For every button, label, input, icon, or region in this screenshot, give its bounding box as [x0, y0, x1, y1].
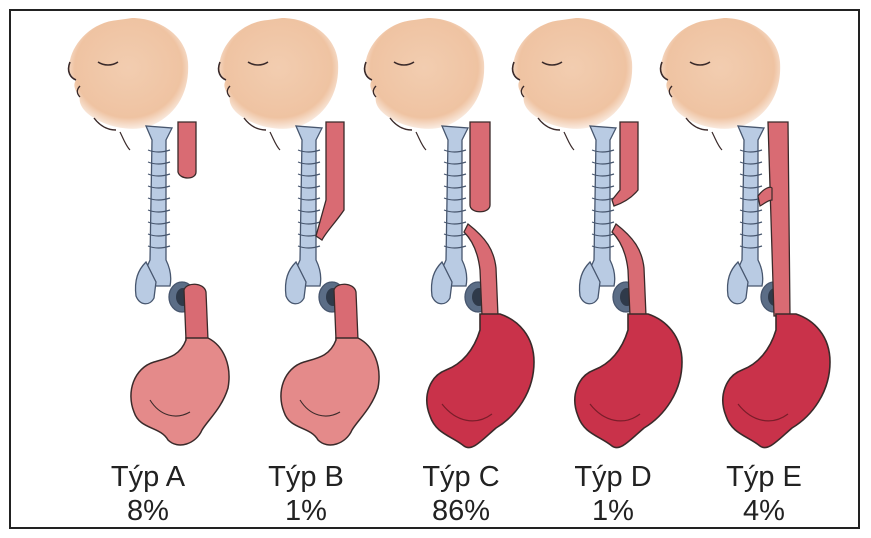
- stomach-c: [427, 314, 534, 448]
- upper-pouch-fistula-b: [316, 122, 344, 240]
- face-c: [365, 18, 485, 129]
- percent-e: 4%: [694, 494, 834, 528]
- panel-d: [513, 18, 682, 448]
- panel-a: [69, 18, 229, 445]
- neck-line-e: [712, 132, 722, 150]
- upper-pouch-c: [470, 122, 490, 212]
- type-label-e: Týp E: [694, 460, 834, 494]
- panel-caption-e: Týp E 4%: [694, 460, 834, 528]
- face-e: [661, 18, 781, 129]
- type-label-d: Týp D: [543, 460, 683, 494]
- type-label-a: Týp A: [78, 460, 218, 494]
- stomach-d: [575, 314, 682, 448]
- percent-b: 1%: [236, 494, 376, 528]
- upper-pouch-a: [178, 122, 196, 178]
- neck-line-d: [564, 132, 574, 150]
- stomach-e: [723, 314, 830, 448]
- neck-line-c: [416, 132, 426, 150]
- face-b: [219, 18, 339, 129]
- percent-a: 8%: [78, 494, 218, 528]
- stomach-b: [281, 338, 379, 445]
- panel-caption-b: Týp B 1%: [236, 460, 376, 528]
- panel-caption-a: Týp A 8%: [78, 460, 218, 528]
- type-label-b: Týp B: [236, 460, 376, 494]
- lower-stump-b: [334, 284, 358, 340]
- panel-caption-d: Týp D 1%: [543, 460, 683, 528]
- type-label-c: Týp C: [391, 460, 531, 494]
- percent-d: 1%: [543, 494, 683, 528]
- lower-stump-a: [184, 284, 208, 340]
- face-a: [69, 18, 189, 129]
- face-d: [513, 18, 633, 129]
- panel-c: [365, 18, 534, 448]
- panel-b: [219, 18, 379, 445]
- neck-line-a: [120, 132, 130, 150]
- upper-pouch-fistula-d: [612, 122, 638, 206]
- stomach-a: [131, 338, 229, 445]
- panel-e: [661, 18, 830, 448]
- panel-caption-c: Týp C 86%: [391, 460, 531, 528]
- percent-c: 86%: [391, 494, 531, 528]
- neck-line-b: [270, 132, 280, 150]
